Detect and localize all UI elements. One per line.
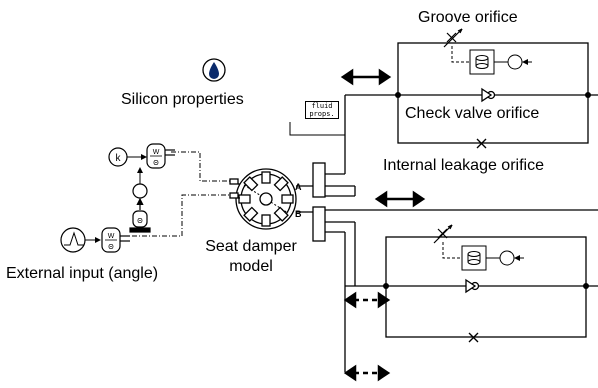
seat-damper-model-label-line1: Seat damper: [205, 238, 297, 255]
fluid-props-line2: props.: [309, 110, 335, 118]
groove-orifice-label: Groove orifice: [418, 9, 518, 26]
flow-arrow-dashed-1: [343, 291, 391, 309]
flow-arrow-dashed-2: [343, 364, 391, 382]
fluid-props-link: [289, 122, 346, 174]
rotary-angle-source-icon[interactable]: [129, 210, 151, 233]
silicon-properties-label: Silicon properties: [121, 91, 244, 108]
groove-signal-chain[interactable]: [451, 46, 532, 75]
lower-leakage-orifice-icon[interactable]: [468, 332, 479, 343]
check-valve-orifice-label: Check valve orifice: [405, 105, 540, 122]
signal-source-icon[interactable]: [60, 227, 86, 253]
check-valve-icon-upper[interactable]: [481, 87, 496, 103]
signal-lines: [122, 151, 230, 237]
k-block-label: k: [116, 153, 122, 164]
port-b-label: B: [295, 209, 302, 219]
port-connectors: [312, 162, 326, 242]
check-valve-icon-lower[interactable]: [465, 278, 480, 294]
fluid-props-line1: fluid: [311, 102, 333, 110]
port-a-connector[interactable]: [312, 162, 326, 198]
upper-junction-left: [395, 92, 401, 98]
upper-sensor-theta: Θ: [153, 160, 159, 167]
fluid-props-block[interactable]: fluid props.: [305, 101, 339, 119]
lower-junction-left: [383, 283, 389, 289]
lower-sensor-w: W: [108, 233, 115, 240]
seat-damper-icon[interactable]: [229, 168, 313, 230]
internal-leakage-orifice-icon[interactable]: [476, 138, 487, 149]
upper-junction-right: [585, 92, 591, 98]
lower-rotary-sensor-icon[interactable]: [101, 227, 130, 253]
lower-sensor-theta: Θ: [108, 244, 114, 251]
flow-arrow-upper: [340, 68, 392, 86]
port-a-label: A: [295, 182, 302, 192]
external-input-label: External input (angle): [6, 265, 159, 282]
angle-source-theta: Θ: [137, 218, 143, 225]
upper-sensor-w: W: [153, 149, 160, 156]
lower-signal-chain[interactable]: [442, 242, 524, 271]
groove-orifice-icon[interactable]: [443, 28, 463, 48]
port-b-connector[interactable]: [312, 206, 326, 242]
lower-variable-orifice-icon[interactable]: [433, 224, 453, 244]
lower-junction-right: [583, 283, 589, 289]
flow-arrow-middle: [374, 190, 426, 208]
silicon-properties-icon[interactable]: [202, 58, 226, 82]
gain-block-icon[interactable]: [132, 183, 148, 210]
port-lines: [325, 173, 598, 286]
internal-leakage-orifice-label: Internal leakage orifice: [383, 157, 544, 174]
seat-damper-model-label-line2: model: [229, 258, 273, 275]
upper-rotary-sensor-icon[interactable]: [146, 143, 175, 169]
